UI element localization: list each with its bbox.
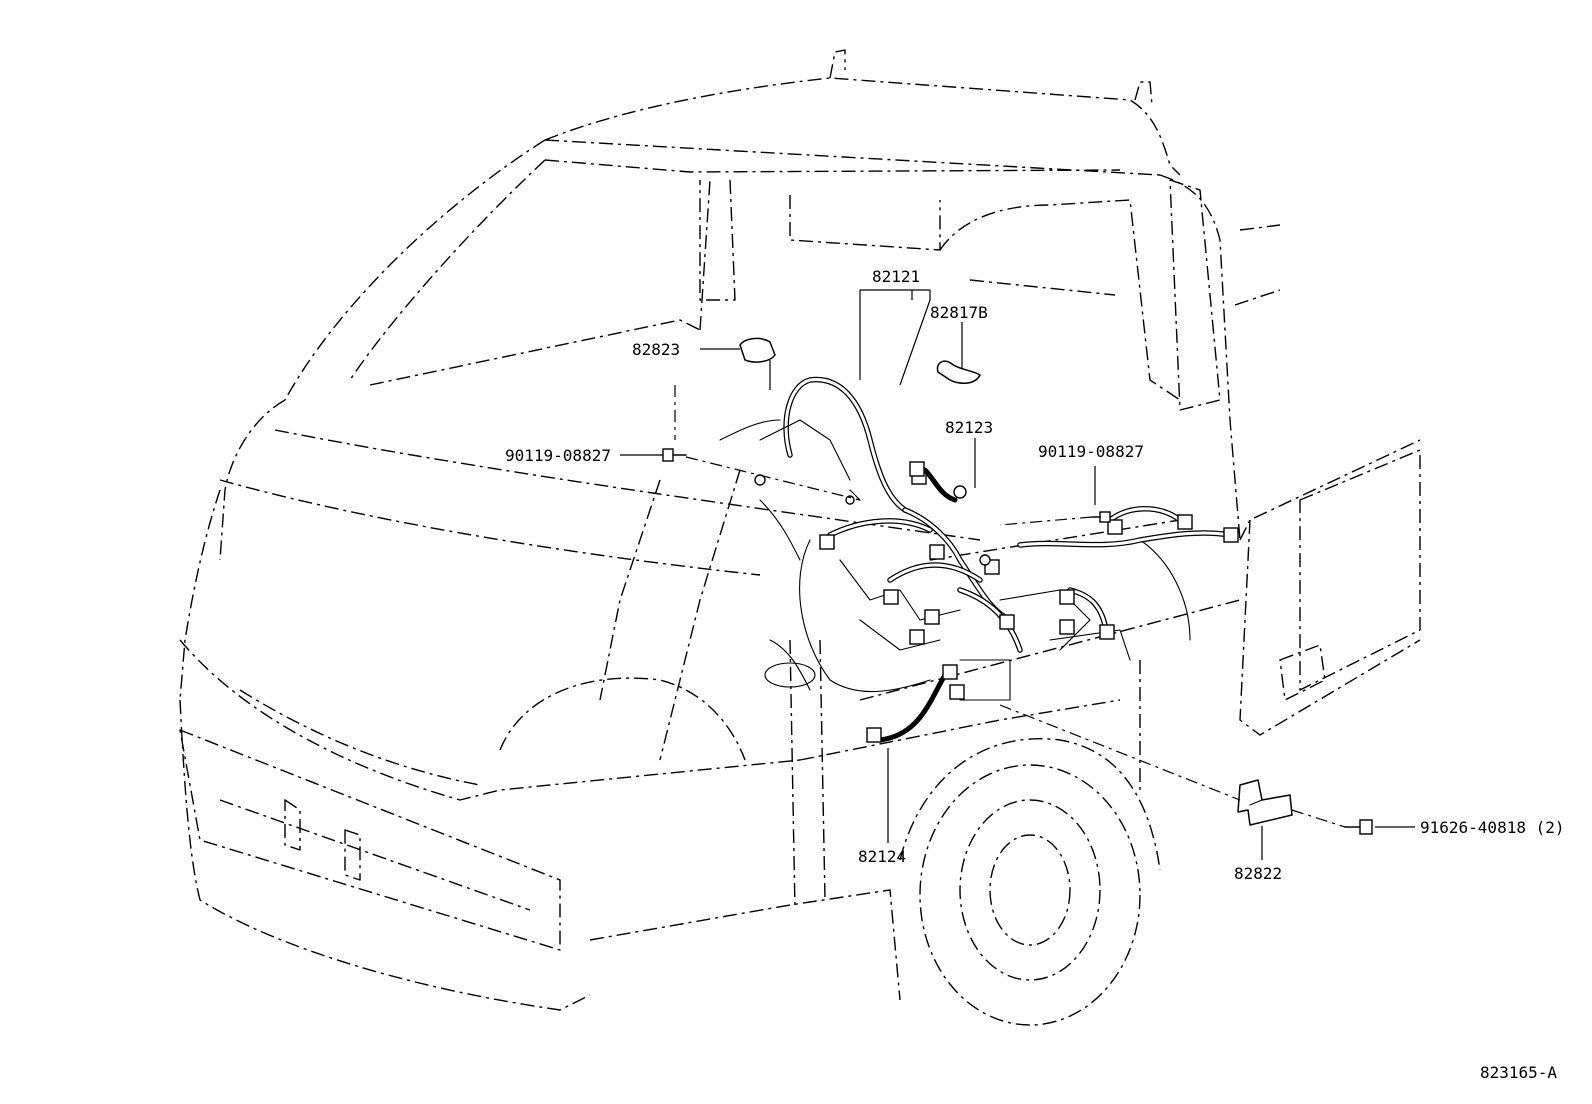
callout-90119-right: 90119-08827	[1038, 442, 1144, 461]
cable-82123	[909, 461, 967, 503]
callout-82817b: 82817B	[930, 303, 988, 322]
callout-82124: 82124	[858, 847, 906, 866]
engine-bay	[759, 499, 1191, 701]
cable-82124	[866, 664, 958, 743]
bracket-82822	[1237, 779, 1293, 826]
part-82823-cap	[739, 337, 776, 390]
leader-lines	[620, 289, 1415, 860]
part-82817b-clip	[936, 360, 981, 385]
diagram-id: 823165-A	[1480, 1063, 1557, 1082]
bolt-90119-left	[662, 448, 687, 462]
callout-82121: 82121	[872, 267, 920, 286]
bolt-90119-right	[1091, 511, 1111, 523]
callout-91626: 91626-40818 (2)	[1420, 818, 1565, 837]
wire-harness-82121	[719, 376, 1239, 700]
callout-82823: 82823	[632, 340, 680, 359]
callout-90119-left: 90119-08827	[505, 446, 611, 465]
bolt-91626	[1344, 819, 1373, 835]
callout-82123: 82123	[945, 418, 993, 437]
callout-82822: 82822	[1234, 864, 1282, 883]
callout-labels: 82121 82817B 82823 82123 90119-08827 901…	[505, 267, 1565, 1082]
